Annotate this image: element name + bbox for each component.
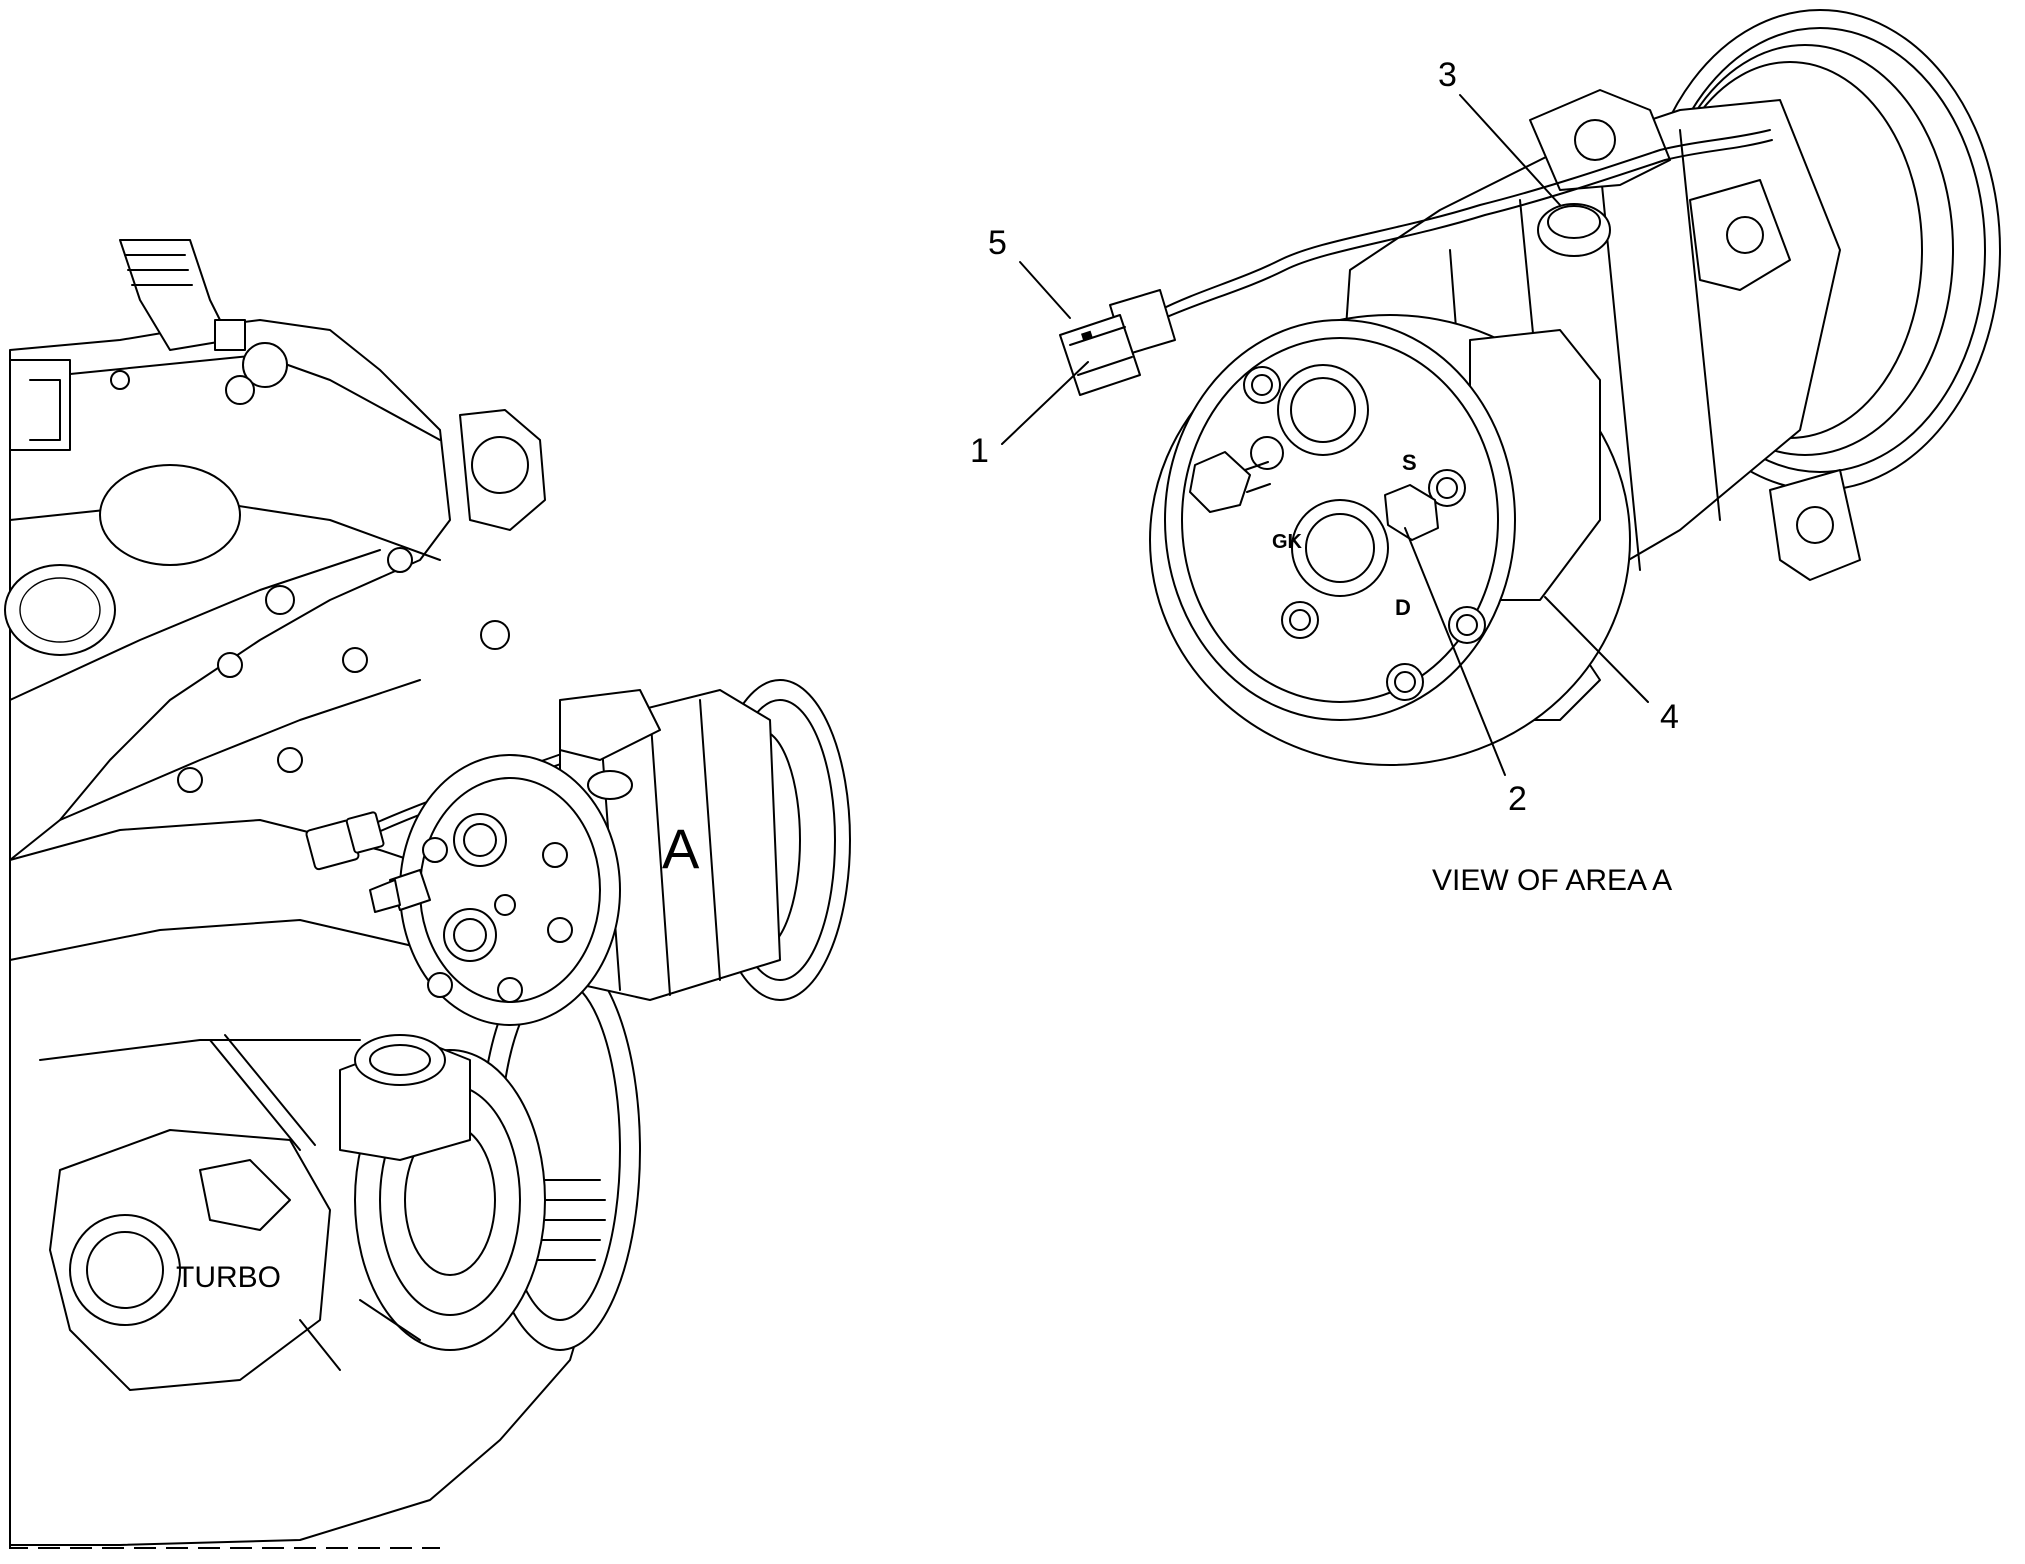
callout-4: 4 [1660, 698, 1679, 736]
leader-line-2 [1404, 527, 1506, 776]
face-letter-s: S [1402, 450, 1417, 475]
service-valve [1189, 451, 1251, 513]
connector [1059, 289, 1176, 396]
relief-valve-bolt [1384, 484, 1439, 541]
intake-pipe [119, 239, 231, 351]
callouts: 1 2 3 4 5 [970, 56, 1679, 818]
leader-line-5 [1019, 261, 1071, 319]
engine-assembly: A TURBO [4, 239, 851, 1549]
wire-harness [1159, 129, 1771, 311]
callout-2: 2 [1508, 780, 1527, 818]
pressure-switch [1537, 203, 1611, 257]
callout-1: 1 [970, 432, 989, 470]
face-letter-gk: GK [1272, 531, 1303, 553]
leader-line-1 [1001, 361, 1089, 445]
turbocharger [49, 1034, 546, 1391]
turbo-label: TURBO [176, 1261, 281, 1294]
face-letter-d: D [1395, 595, 1411, 620]
leader-line-4 [1544, 596, 1649, 703]
view-of-area-a: S GK D [1059, 9, 2001, 766]
view-caption: VIEW OF AREA A [1432, 864, 1672, 897]
callout-3: 3 [1438, 56, 1457, 94]
callout-5: 5 [988, 224, 1007, 262]
face-bolts [1243, 366, 1486, 701]
area-a-marker: A [662, 817, 700, 880]
compressor-small [369, 679, 851, 1026]
leader-line-3 [1459, 94, 1561, 206]
